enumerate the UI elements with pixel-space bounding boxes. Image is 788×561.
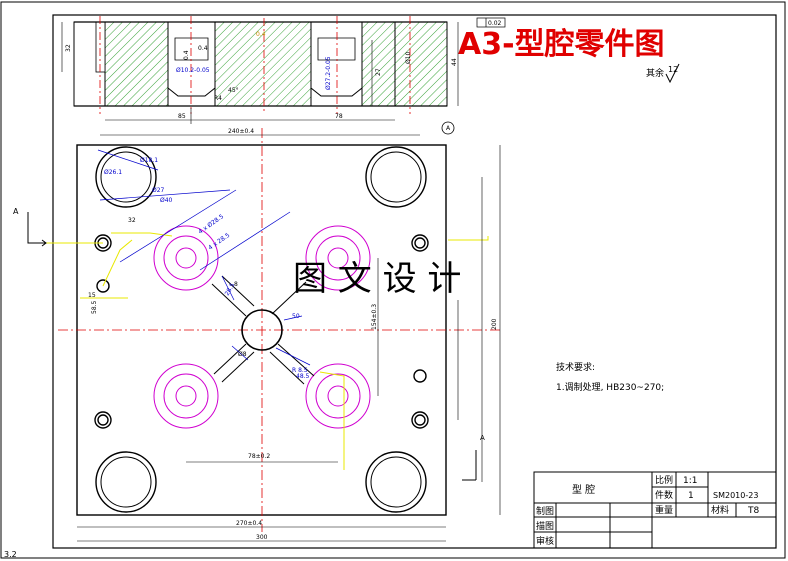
tb-traced-label: 描图	[536, 520, 554, 532]
dim-sec-height: 44	[451, 58, 458, 66]
dim-angle-l1: 4 x Ø28.5	[197, 213, 225, 236]
tb-weight-label: 重量	[655, 504, 673, 516]
dim-r-50: 50	[292, 313, 300, 320]
dim-sec-27: 27	[375, 68, 382, 76]
cavity-circles	[153, 225, 371, 429]
dim-val-810: Ø10	[405, 51, 412, 64]
dim-sec-r1: R4	[214, 95, 222, 102]
tb-scale-label: 比例	[655, 474, 673, 486]
tb-material-label: 材料	[711, 504, 729, 516]
dim-val-04a: 0.4	[198, 45, 208, 52]
dim-val-04b: 0.4	[183, 50, 190, 60]
dim-width-bottom: 300	[256, 534, 268, 541]
sheet-inner-frame	[52, 14, 777, 549]
dim-angle-l2: 4 x 28.5	[207, 232, 231, 252]
dim-cavity-pitch: 78±0.2	[248, 453, 270, 460]
section-arrow-left	[27, 212, 47, 247]
dim-sec-r2: 45°	[228, 87, 239, 94]
surface-finish-symbol-icon: 12	[665, 63, 680, 84]
tb-drawing-no: SM2010-23	[713, 491, 758, 500]
guide-bore-bl	[95, 451, 157, 513]
svg-text:12: 12	[668, 65, 678, 74]
tb-drawn-label: 制图	[536, 505, 554, 517]
guide-bore-tl	[95, 146, 157, 208]
plan-view: A A 240±0.4 270±0.4 300 200 154±0.3 78±0…	[13, 128, 501, 542]
datum-label: A	[446, 125, 451, 132]
section-view: 0.02 85 78 44 32 27 0.4 0.4 0.4 Ø10 Ø10.…	[61, 16, 506, 135]
dim-dia-8: Ø8	[238, 351, 247, 358]
title-block	[533, 471, 777, 549]
dim-pin-58: 58.5	[91, 300, 98, 314]
sheet-corner-mark: 3.2	[4, 550, 17, 559]
dim-height-right: 200	[491, 318, 498, 330]
tb-qty-value: 1	[688, 491, 694, 501]
dim-val-0-4: 0.4	[256, 31, 266, 38]
tb-part-name: 型 腔	[572, 483, 595, 496]
runner-channels	[211, 275, 315, 385]
dim-sec-right: 78	[335, 113, 343, 120]
section-marker-right: A	[480, 434, 485, 442]
dim-width-inner: 270±0.4	[236, 520, 262, 527]
dim-bore-dia: Ø18.1	[140, 157, 158, 164]
drawing-title: A3-型腔零件图	[458, 27, 665, 62]
dim-sec-e1: Ø10.2-0.05	[176, 67, 210, 74]
screw-holes	[94, 234, 429, 429]
dim-pin-15: 15	[88, 292, 96, 299]
dim-h-inner: 154±0.3	[371, 304, 378, 330]
dim-gate-1: R 8.5	[292, 367, 308, 374]
dim-sec-left: 85	[178, 113, 186, 120]
tb-scale-value: 1:1	[683, 476, 697, 486]
tech-requirements-heading: 技术要求:	[556, 361, 595, 373]
dim-width-top: 240±0.4	[228, 128, 254, 135]
flatness-value: 0.02	[488, 20, 502, 27]
surface-finish-note: 其余	[646, 67, 664, 79]
dimension-lines	[97, 149, 311, 366]
guide-bore-br	[365, 451, 427, 513]
dim-cav-dia2: Ø27	[152, 187, 165, 194]
tb-qty-label: 件数	[655, 489, 673, 501]
guide-bore-tr	[365, 146, 427, 208]
sprue-hole	[241, 309, 283, 351]
tb-material-value: T8	[747, 506, 759, 516]
watermark-text: 图 文 设 计	[293, 259, 461, 299]
dim-pin-dia: 8	[234, 281, 238, 288]
datum-circle-icon	[441, 121, 455, 135]
dim-dia-40: Ø40	[160, 197, 173, 204]
dim-sec-e2: Ø27.2-0.05	[325, 56, 332, 90]
dim-hole-32: 32	[128, 217, 136, 224]
tb-checked-label: 审核	[536, 535, 554, 547]
dim-sec-left-h: 32	[65, 44, 72, 52]
tech-requirements-item: 1.调制处理, HB230~270;	[556, 381, 664, 393]
dim-run-len: 48.5	[296, 373, 310, 380]
dim-cav-dia1: Ø26.1	[104, 169, 122, 176]
section-arrow-right	[462, 450, 477, 481]
section-marker-left: A	[13, 207, 19, 216]
